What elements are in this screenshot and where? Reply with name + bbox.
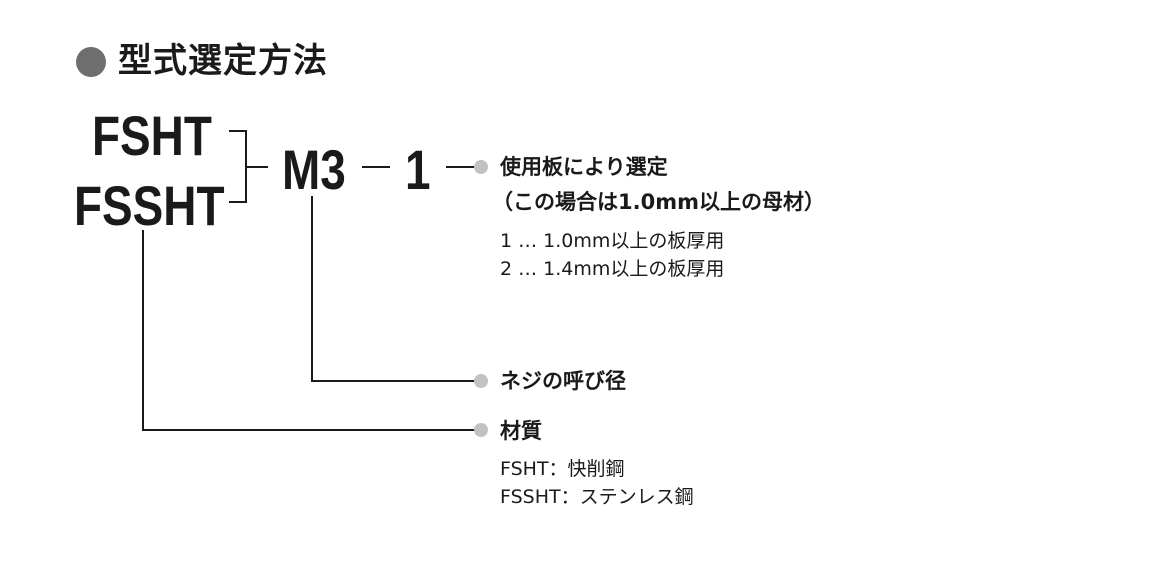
material-callout-dot-icon (474, 423, 488, 437)
page-title: 型式選定方法 (118, 41, 328, 81)
code-series-fssht: FSSHT (74, 174, 225, 237)
bracket-to-m3-line (246, 166, 268, 168)
thread-callout-dot-icon (474, 374, 488, 388)
thread-heading: ネジの呼び径 (500, 369, 626, 393)
plate-option-2: 2 … 1.4mm以上の板厚用 (500, 258, 725, 280)
material-option-1: FSHT：快削鋼 (500, 458, 625, 480)
title-bullet-icon (76, 47, 106, 77)
material-leader-vertical (142, 230, 144, 431)
code-thread-size: M3 (282, 138, 346, 201)
plate-option-1: 1 … 1.0mm以上の板厚用 (500, 230, 725, 252)
plate-note: （この場合は1.0mm以上の母材） (492, 190, 825, 214)
plate-leader-line (446, 166, 476, 168)
material-leader-horizontal (142, 429, 476, 431)
bracket-bottom-line (229, 201, 247, 203)
plate-heading: 使用板により選定 (500, 155, 668, 179)
material-heading: 材質 (500, 419, 542, 443)
plate-callout-dot-icon (474, 160, 488, 174)
code-series-fsht: FSHT (92, 104, 212, 167)
dash-separator (362, 166, 390, 168)
material-option-2: FSSHT：ステンレス鋼 (500, 486, 694, 508)
code-plate-option: 1 (405, 138, 431, 201)
bracket-top-line (229, 130, 247, 132)
thread-leader-horizontal (311, 380, 476, 382)
thread-leader-vertical (311, 196, 313, 382)
